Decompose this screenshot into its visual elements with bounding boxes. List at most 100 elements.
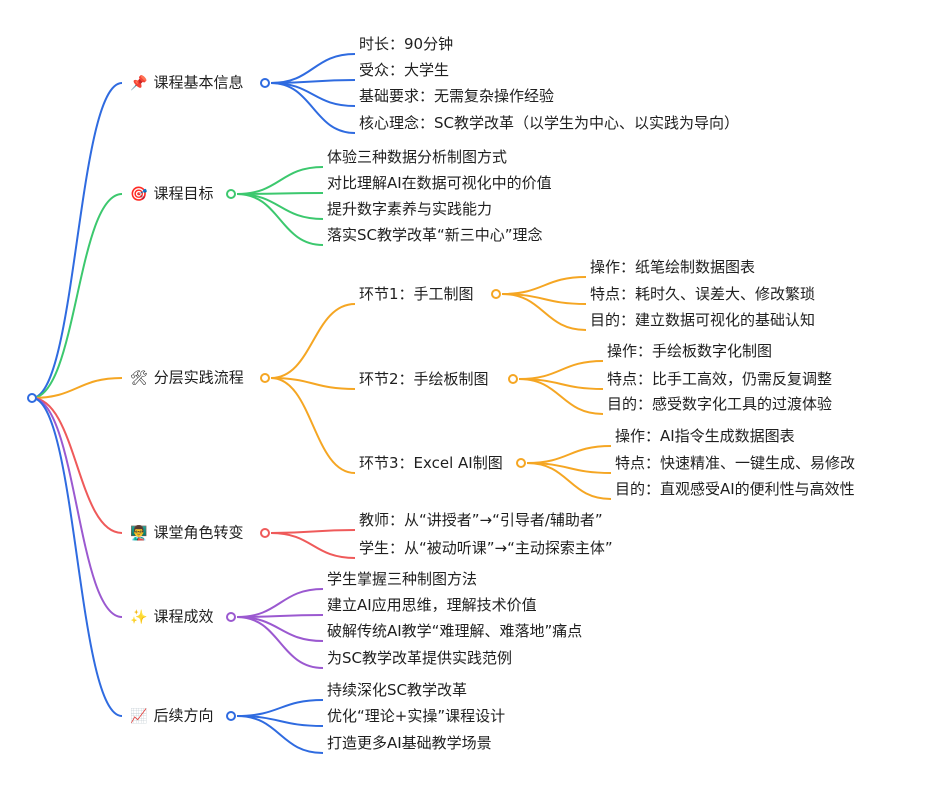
child-node[interactable]: 学生掌握三种制图方法 — [327, 569, 477, 589]
leaf-node-label: 目的：直观感受AI的便利性与高效性 — [615, 480, 855, 498]
leaf-link — [518, 360, 604, 380]
child-node[interactable]: 学生：从“被动听课”→“主动探索主体” — [359, 538, 613, 558]
child-link — [236, 192, 324, 195]
chart-up-icon: 📈 — [130, 708, 148, 725]
leaf-link — [526, 445, 612, 464]
child-node[interactable]: 受众：大学生 — [359, 60, 449, 80]
child-node-label: 建立AI应用思维，理解技术价值 — [327, 596, 537, 614]
branch-goals[interactable]: 🎯 课程目标 — [130, 184, 213, 205]
branch-goals-label: 课程目标 — [153, 184, 214, 203]
child-link — [236, 715, 324, 754]
branch-link-process — [31, 377, 123, 399]
step-toggle[interactable] — [508, 374, 518, 384]
child-node-label: 体验三种数据分析制图方式 — [327, 148, 508, 166]
leaf-link — [501, 276, 587, 295]
branch-link-goals — [31, 193, 123, 399]
root-node[interactable] — [27, 393, 37, 403]
child-link — [236, 166, 324, 195]
step-toggle[interactable] — [491, 289, 501, 299]
child-link — [270, 82, 356, 134]
leaf-node-label: 操作：纸笔绘制数据图表 — [590, 258, 756, 276]
child-node[interactable]: 基础要求：无需复杂操作经验 — [359, 86, 554, 106]
child-link — [236, 193, 324, 246]
child-link — [270, 53, 356, 84]
leaf-node[interactable]: 目的：建立数据可视化的基础认知 — [590, 310, 815, 330]
child-node-label: 对比理解AI在数据可视化中的价值 — [327, 174, 552, 192]
leaf-link — [518, 378, 604, 415]
child-link — [270, 82, 356, 107]
child-node-label: 基础要求：无需复杂操作经验 — [359, 87, 555, 105]
child-node-label: 核心理念：SC教学改革（以学生为中心、以实践为导向） — [359, 114, 739, 132]
leaf-link — [526, 462, 612, 500]
sparkles-icon: ✨ — [130, 609, 148, 626]
branch-roles[interactable]: 👨‍🏫 课堂角色转变 — [130, 523, 243, 544]
child-link — [270, 303, 356, 379]
branch-link-results — [31, 397, 123, 618]
leaf-node-label: 特点：比手工高效，仍需反复调整 — [607, 370, 833, 388]
child-node-label: 时长：90分钟 — [359, 35, 454, 53]
leaf-node-label: 特点：耗时久、误差大、修改繁琐 — [590, 285, 816, 303]
child-node[interactable]: 持续深化SC教学改革 — [327, 680, 467, 700]
branch-process[interactable]: 🛠分层实践流程 — [130, 368, 244, 389]
child-node[interactable]: 落实SC教学改革“新三中心”理念 — [327, 225, 543, 245]
branch-info[interactable]: 📌课程基本信息 — [130, 73, 243, 94]
child-link — [236, 616, 324, 669]
leaf-node-label: 特点：快速精准、一键生成、易修改 — [615, 454, 856, 472]
leaf-node[interactable]: 操作：手绘板数字化制图 — [607, 341, 772, 361]
child-node-label: 打造更多AI基础教学场景 — [327, 734, 492, 752]
branch-toggle-process[interactable] — [260, 373, 270, 383]
child-node[interactable]: 优化“理论+实操”课程设计 — [327, 706, 505, 726]
child-node[interactable]: 破解传统AI教学“难理解、难落地”痛点 — [327, 621, 582, 641]
leaf-node[interactable]: 特点：快速精准、一键生成、易修改 — [615, 453, 855, 473]
step-toggle[interactable] — [516, 458, 526, 468]
branch-process-label: 分层实践流程 — [153, 368, 244, 387]
child-node[interactable]: 提升数字素养与实践能力 — [327, 199, 492, 219]
branch-link-info — [31, 82, 123, 399]
child-node[interactable]: 体验三种数据分析制图方式 — [327, 147, 507, 167]
leaf-node[interactable]: 特点：比手工高效，仍需反复调整 — [607, 369, 832, 389]
leaf-node[interactable]: 目的：感受数字化工具的过渡体验 — [607, 394, 832, 414]
branch-toggle-info[interactable] — [260, 78, 270, 88]
branch-toggle-roles[interactable] — [260, 528, 270, 538]
child-link — [270, 529, 356, 534]
branch-toggle-goals[interactable] — [226, 189, 236, 199]
child-node-label: 学生：从“被动听课”→“主动探索主体” — [359, 539, 613, 557]
child-node[interactable]: 打造更多AI基础教学场景 — [327, 733, 492, 753]
child-node[interactable]: 时长：90分钟 — [359, 34, 453, 54]
child-link — [236, 616, 324, 642]
leaf-node-label: 操作：手绘板数字化制图 — [607, 342, 773, 360]
leaf-node[interactable]: 操作：AI指令生成数据图表 — [615, 426, 795, 446]
child-node[interactable]: 建立AI应用思维，理解技术价值 — [327, 595, 537, 615]
child-node[interactable]: 对比理解AI在数据可视化中的价值 — [327, 173, 552, 193]
teacher-icon: 👨‍🏫 — [130, 525, 148, 542]
step-node[interactable]: 环节3：Excel AI制图 — [359, 453, 503, 473]
child-node-label: 受众：大学生 — [359, 61, 450, 79]
child-node-label: 优化“理论+实操”课程设计 — [327, 707, 506, 725]
child-node[interactable]: 为SC教学改革提供实践范例 — [327, 648, 512, 668]
branch-toggle-results[interactable] — [226, 612, 236, 622]
child-link — [270, 377, 356, 474]
child-link — [270, 377, 356, 390]
leaf-node-label: 目的：感受数字化工具的过渡体验 — [607, 395, 833, 413]
leaf-node[interactable]: 操作：纸笔绘制数据图表 — [590, 257, 755, 277]
step-node-label: 环节3：Excel AI制图 — [359, 454, 503, 472]
branch-roles-label: 课堂角色转变 — [153, 523, 244, 542]
child-node[interactable]: 核心理念：SC教学改革（以学生为中心、以实践为导向） — [359, 113, 739, 133]
leaf-node[interactable]: 目的：直观感受AI的便利性与高效性 — [615, 479, 855, 499]
leaf-node[interactable]: 特点：耗时久、误差大、修改繁琐 — [590, 284, 815, 304]
child-node-label: 学生掌握三种制图方法 — [327, 570, 478, 588]
branch-next[interactable]: 📈后续方向 — [130, 706, 213, 727]
step-node[interactable]: 环节2：手绘板制图 — [359, 369, 489, 389]
child-link — [270, 532, 356, 559]
child-node-label: 破解传统AI教学“难理解、难落地”痛点 — [327, 622, 583, 640]
branch-toggle-next[interactable] — [226, 711, 236, 721]
step-node[interactable]: 环节1：手工制图 — [359, 284, 474, 304]
branch-results-label: 课程成效 — [153, 607, 214, 626]
child-node-label: 为SC教学改革提供实践范例 — [327, 649, 512, 667]
child-node[interactable]: 教师：从“讲授者”→“引导者/辅助者” — [359, 510, 603, 530]
target-icon: 🎯 — [130, 186, 148, 203]
branch-results[interactable]: ✨ 课程成效 — [130, 607, 213, 628]
step-node-label: 环节1：手工制图 — [359, 285, 474, 303]
leaf-node-label: 操作：AI指令生成数据图表 — [615, 427, 795, 445]
